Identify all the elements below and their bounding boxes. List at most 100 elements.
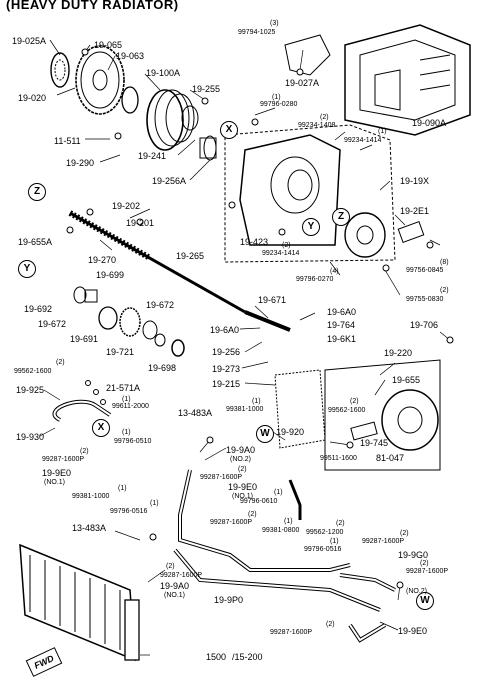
transfer-case-box [224,124,425,263]
label-99287-1600P-e: 99287-1600P [406,568,449,575]
callout-y-right: Y [302,218,320,236]
label-1500: 1500 [206,652,227,662]
label-19-027A: 19-027A [285,78,320,88]
torque-converter [146,89,217,161]
qty-1-e: (1) [122,429,131,436]
callout-w-bottom: W [416,592,434,610]
label-19-256A: 19-256A [152,176,187,186]
callout-x-top: X [220,121,238,139]
label-19-672-b: 19-672 [38,319,67,329]
label-19-9P0: 19-9P0 [214,595,244,605]
label-19-764: 19-764 [327,320,356,330]
label-99381-0800: 99381-0800 [262,527,300,534]
callout-y-left: Y [18,260,36,278]
qty-1-b: (1) [378,128,387,135]
flex-plate [50,45,139,115]
label-19-090A: 19-090A [412,118,447,128]
label-99562-1600-b: 99562-1600 [328,407,366,414]
label-99796-0280: 99796-0280 [260,101,298,108]
label-19-925: 19-925 [16,385,45,395]
qty-1-i: (1) [284,518,293,525]
radiator [19,543,140,662]
label-99381-1000-b: 99381-1000 [72,493,110,500]
drive-shaft [68,210,291,332]
label-19-290: 19-290 [66,158,95,168]
label-19-273: 19-273 [212,364,241,374]
label-19-692: 19-692 [24,304,53,314]
label-19-930: 19-930 [16,432,45,442]
label-19-423: 19-423 [240,237,269,247]
label-19-671: 19-671 [258,295,287,305]
label-19-6A0-b: 19-6A0 [210,325,240,335]
label-99381-1000-a: 99381-1000 [226,406,264,413]
label-19-698: 19-698 [148,363,177,373]
label-19-672-a: 19-672 [146,300,175,310]
cooler-assembly [274,359,441,471]
label-21-571A: 21-571A [106,383,141,393]
qty-1-j: (1) [330,538,339,545]
label-19-065: 19-065 [94,40,123,50]
label-99794-1025: 99794-1025 [238,29,276,36]
label-19-19X: 19-19X [400,176,430,186]
leader-lines [39,39,451,656]
label-19-100A: 19-100A [146,68,181,78]
label-19-020: 19-020 [18,93,47,103]
label-19-9G0: 19-9G0 [398,550,429,560]
qty-1-a: (1) [272,94,281,101]
no2-a: (NO.2) [230,456,251,463]
qty-2-d: (2) [56,359,65,366]
qty-1-g: (1) [274,489,283,496]
qty-2-g: (2) [238,466,247,473]
label-19-6K1: 19-6K1 [327,334,357,344]
qty-1-h: (1) [150,500,159,507]
label-99796-0516-a: 99796-0516 [110,508,148,515]
qty-2-b: (2) [282,242,291,249]
qty-2-a: (2) [320,114,329,121]
diagram-title: (HEAVY DUTY RADIATOR) [6,0,179,12]
qty-4: (4) [330,268,339,275]
no1-a: (NO.1) [44,479,65,486]
label-99287-1600P-g: 99287-1600P [270,629,313,636]
label-19-655A: 19-655A [18,237,53,247]
label-19-063: 19-063 [116,51,145,61]
hose-lines [52,399,396,643]
label-99287-1600P-b: 99287-1600P [200,474,243,481]
label-19-201: 19-201 [126,218,155,228]
qty-2-l: (2) [166,563,175,570]
label-19-706: 19-706 [410,320,439,330]
label-19-265: 19-265 [176,251,205,261]
label-99287-1600P-c: 99287-1600P [210,519,253,526]
qty-2-i: (2) [336,520,345,527]
label-19-655: 19-655 [392,375,421,385]
transaxle-assembly [344,24,471,136]
label-19-256: 19-256 [212,347,241,357]
label-99511-1600: 99511-1600 [320,455,357,462]
callout-w-mid: W [256,425,274,443]
label-99287-1600P-a: 99287-1600P [42,456,85,463]
qty-2-j: (2) [400,530,409,537]
label-19-255: 19-255 [192,84,221,94]
label-19-025A: 19-025A [12,36,47,46]
label-19-270: 19-270 [88,255,117,265]
label-99755-0830: 99755-0830 [406,296,444,303]
qty-8: (8) [440,259,449,266]
label-19-202: 19-202 [112,201,141,211]
cover-gasket [284,34,331,76]
label-99756-0845: 99756-0845 [406,267,444,274]
label-99562-1600-a: 99562-1600 [14,368,52,375]
label-19-745: 19-745 [360,438,389,448]
callout-z-left: Z [28,183,46,201]
callout-z-right: Z [332,208,350,226]
label-19-220: 19-220 [384,348,413,358]
qty-2-m: (2) [326,621,335,628]
label-19-699: 19-699 [96,270,125,280]
callout-x-left: X [92,419,110,437]
qty-2-f: (2) [80,448,89,455]
label-99796-0270: 99796-0270 [296,276,334,283]
label-99562-1200: 99562-1200 [306,529,344,536]
label-99234-1414-b: 99234-1414 [262,250,300,257]
label-99611-2000: 99611-2000 [112,403,149,410]
label-99234-1414-a: 99234-1414 [344,137,382,144]
bearings [73,286,185,357]
